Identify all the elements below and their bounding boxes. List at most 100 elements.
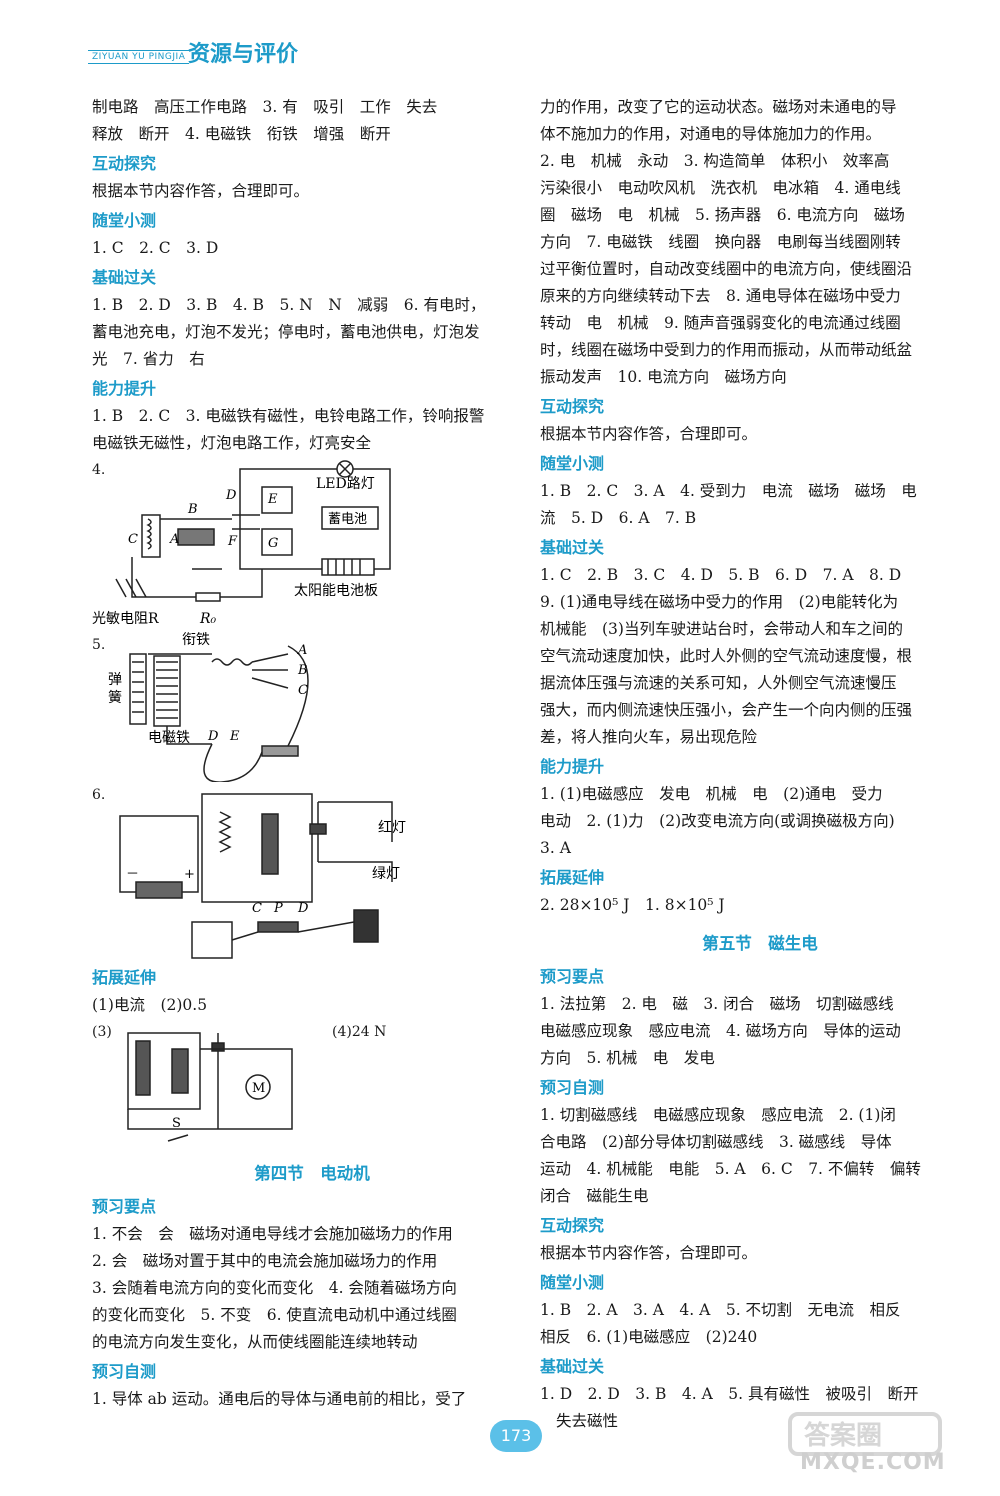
text-line: 1. C 2. B 3. C 4. D 5. B 6. D 7. A 8. D: [540, 566, 902, 584]
text-line: 时，线圈在磁场中受到力的作用而振动，从而带动纸盆: [540, 341, 913, 359]
text-line: 1. (1)电磁感应 发电 机械 电 (2)通电 受力: [540, 785, 883, 803]
text-line: 振动发声 10. 电流方向 磁场方向: [540, 368, 787, 386]
label-c: C: [298, 683, 308, 698]
label-switch: S: [172, 1116, 181, 1131]
watermark-logo: 答案圈: [788, 1412, 942, 1456]
text-line: 流 5. D 6. A 7. B: [540, 509, 697, 527]
text-line: 2. 电 机械 永动 3. 构造简单 体积小 效率高: [540, 152, 890, 170]
section-heading: 预习要点: [540, 967, 605, 986]
label-armature: 衔铁: [182, 632, 210, 648]
watermark-logo-text: 答案圈: [804, 1420, 882, 1451]
header-banner: ZIYUAN YU PINGJIA 资源与评价: [88, 36, 348, 70]
label-green-light: 绿灯: [372, 866, 400, 882]
label-f: F: [227, 534, 238, 549]
label-e: E: [267, 492, 278, 507]
figure-number: (3): [92, 1024, 112, 1040]
text-line: 2. 会 磁场对置于其中的电流会施加磁场力的作用: [92, 1252, 438, 1270]
left-column: 制电路 高压工作电路 3. 有 吸引 工作 失去 释放 断开 4. 电磁铁 衔铁…: [92, 94, 532, 1413]
figure-4-solar-led-circuit: 4. LED路灯: [92, 457, 532, 632]
label-b: B: [187, 502, 198, 517]
text-line: 1. D 2. D 3. B 4. A 5. 具有磁性 被吸引 断开: [540, 1385, 919, 1403]
text-line: 运动 4. 机械能 电能 5. A 6. C 7. 不偏转 偏转: [540, 1160, 921, 1178]
section-heading: 能力提升: [540, 757, 605, 776]
label-d: D: [225, 488, 237, 503]
text-line: 体不施加力的作用，对通电的导体施加力的作用。: [540, 125, 882, 143]
text-line: 差，将人推向火车，易出现危险: [540, 728, 758, 746]
circuit-diagram: 衔铁 弹 簧 电磁铁 A B C D E: [108, 632, 309, 782]
section-heading: 拓展延伸: [92, 968, 157, 987]
page-number-badge: 173: [490, 1420, 542, 1452]
text-line: 蓄电池充电，灯泡不发光；停电时，蓄电池供电，灯泡发: [92, 323, 480, 341]
text-line: 机械能 (3)当列车驶进站台时，会带动人和车之间的: [540, 620, 903, 638]
text-line: 1. B 2. C 3. A 4. 受到力 电流 磁场 磁场 电: [540, 482, 917, 500]
label-solar-panel: 太阳能电池板: [294, 583, 378, 599]
text-line: 制电路 高压工作电路 3. 有 吸引 工作 失去: [92, 98, 438, 116]
text-line: 圈 磁场 电 机械 5. 扬声器 6. 电流方向 磁场: [540, 206, 905, 224]
section-heading: 预习要点: [92, 1197, 157, 1216]
right-column: 力的作用，改变了它的运动状态。磁场对未通电的导 体不施加力的作用，对通电的导体施…: [540, 94, 980, 1435]
section-heading: 互动探究: [540, 397, 605, 416]
label-c: C: [128, 532, 138, 547]
section-heading: 互动探究: [540, 1216, 605, 1235]
text-line: 方向 5. 机械 电 发电: [540, 1049, 715, 1067]
label-photoresistor: 光敏电阻R: [92, 611, 159, 627]
text-line: 释放 断开 4. 电磁铁 衔铁 增强 断开: [92, 125, 391, 143]
label-a: A: [297, 643, 307, 658]
header-pinyin: ZIYUAN YU PINGJIA: [88, 50, 190, 64]
section-heading: 基础过关: [540, 1357, 605, 1376]
label-d: D: [297, 901, 309, 916]
label-g: G: [268, 536, 278, 551]
chapter-title: 第五节 磁生电: [702, 934, 818, 953]
label-a: A: [169, 532, 179, 547]
label-e: E: [229, 729, 240, 744]
text-line: 相反 6. (1)电磁感应 (2)240: [540, 1328, 758, 1346]
text-line: 原来的方向继续转动下去 8. 通电导体在磁场中受力: [540, 287, 901, 305]
text-line: 2. 28×10⁵ J 1. 8×10⁵ J: [540, 896, 725, 914]
chapter-title: 第四节 电动机: [254, 1164, 370, 1183]
text-line: 1. B 2. A 3. A 4. A 5. 不切割 无电流 相反: [540, 1301, 901, 1319]
figure-5-alarm-circuit: 5. 衔铁 弹 簧 电磁铁 A B C: [92, 632, 532, 782]
text-line: 的电流方向发生变化，从而使线圈能连续地转动: [92, 1333, 418, 1351]
text-line: 强大，而内侧流速快压强小，会产生一个向内侧的压强: [540, 701, 913, 719]
text-line: 根据本节内容作答，合理即可。: [540, 1244, 758, 1262]
label-plus: +: [184, 867, 195, 882]
label-minus: －: [126, 867, 139, 882]
text-line: 1. 法拉第 2. 电 磁 3. 闭合 磁场 切割磁感线: [540, 995, 894, 1013]
header-title: 资源与评价: [188, 42, 299, 67]
section-heading: 基础过关: [92, 268, 157, 287]
section-heading: 拓展延伸: [540, 868, 605, 887]
text-line: 闭合 磁能生电: [540, 1187, 649, 1205]
text-line: 合电路 (2)部分导体切割磁感线 3. 磁感线 导体: [540, 1133, 892, 1151]
text-line: 3. 会随着电流方向的变化而变化 4. 会随着磁场方向: [92, 1279, 457, 1297]
figure-number: 6.: [92, 787, 106, 803]
section-heading: 随堂小测: [540, 1273, 605, 1292]
figure-number: 4.: [92, 462, 106, 478]
text-line: 转动 电 机械 9. 随声音强弱变化的电流通过线圈: [540, 314, 901, 332]
label-electromagnet: 电磁铁: [148, 730, 190, 746]
circuit-diagram: 红灯 绿灯 C P D － +: [119, 793, 406, 959]
figure-3-motor-circuit: (3) (4)24 N M S: [92, 1019, 532, 1149]
text-line: 失去磁性: [556, 1412, 619, 1430]
answer-q4: (4)24 N: [332, 1024, 387, 1040]
figure-number: 5.: [92, 637, 106, 653]
label-red-light: 红灯: [378, 820, 406, 836]
text-line: 3. A: [540, 839, 571, 857]
label-p: P: [273, 901, 283, 916]
text-line: 1. B 2. D 3. B 4. B 5. N N 减弱 6. 有电时，: [92, 296, 486, 314]
text-line: 光 7. 省力 右: [92, 350, 205, 368]
label-c: C: [252, 901, 262, 916]
section-heading: 预习自测: [92, 1362, 157, 1381]
label-motor: M: [252, 1081, 265, 1096]
circuit-diagram: LED路灯 蓄电池 太阳能电池板 光敏电阻R R₀ B A C D E F G: [92, 460, 391, 627]
label-r0: R₀: [199, 611, 217, 627]
text-line: 方向 7. 电磁铁 线圈 换向器 电刷每当线圈刚转: [540, 233, 901, 251]
text-line: 9. (1)通电导线在磁场中受力的作用 (2)电能转化为: [540, 593, 899, 611]
text-line: 1. 切割磁感线 电磁感应现象 感应电流 2. (1)闭: [540, 1106, 896, 1124]
section-heading: 随堂小测: [540, 454, 605, 473]
text-line: 根据本节内容作答，合理即可。: [92, 182, 310, 200]
text-line: 电磁感应现象 感应电流 4. 磁场方向 导体的运动: [540, 1022, 901, 1040]
label-b: B: [297, 663, 308, 678]
label-spring-1: 弹: [108, 672, 122, 688]
text-line: 电磁铁无磁性，灯泡电路工作，灯亮安全: [92, 434, 372, 452]
label-spring-2: 簧: [108, 690, 122, 706]
